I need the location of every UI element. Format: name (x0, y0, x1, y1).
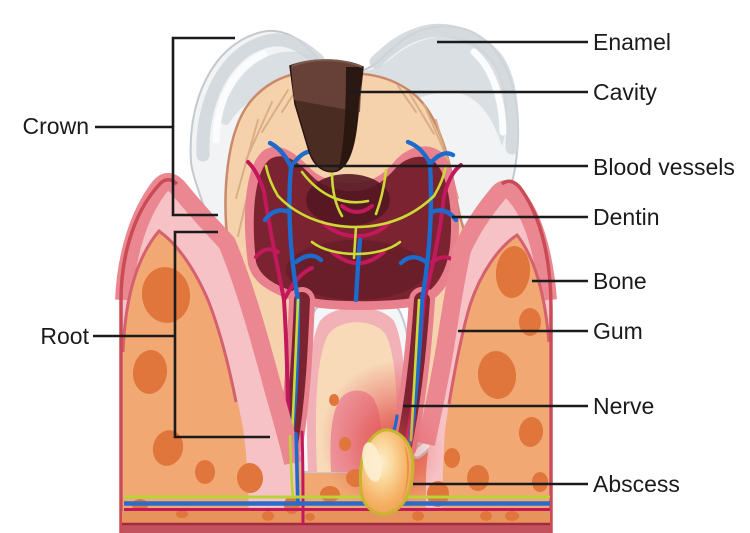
label-blood-vessels: Blood vessels (593, 154, 735, 180)
label-bone: Bone (593, 268, 647, 294)
bone-bottom-strips (122, 511, 550, 533)
crown-bracket (95, 36, 235, 217)
leader-lines (93, 36, 588, 486)
label-enamel: Enamel (593, 29, 671, 55)
abscess-sac (358, 428, 415, 516)
cavity-shape (289, 59, 364, 173)
horizontal-vessels (124, 495, 550, 511)
label-gum: Gum (593, 318, 643, 344)
root-bracket (93, 230, 270, 439)
label-dentin: Dentin (593, 204, 660, 230)
label-nerve: Nerve (593, 393, 655, 419)
label-cavity: Cavity (593, 79, 657, 105)
label-abscess: Abscess (593, 471, 680, 497)
label-root: Root (40, 323, 89, 349)
label-crown: Crown (22, 113, 89, 139)
